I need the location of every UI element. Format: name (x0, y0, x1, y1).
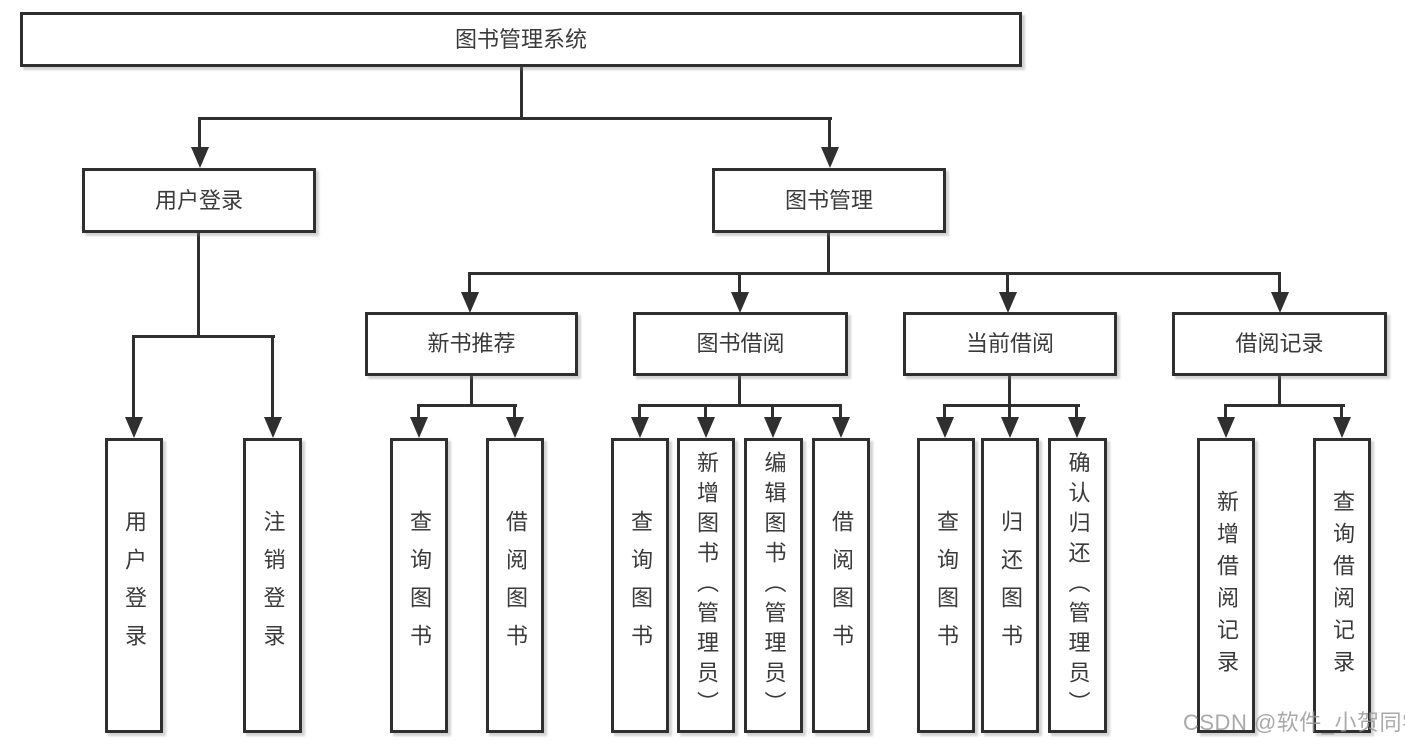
edge-line (738, 374, 741, 407)
edge-line (1008, 404, 1011, 419)
edge-line (197, 231, 200, 338)
edge-line (638, 404, 842, 407)
edge-line (1224, 404, 1227, 419)
node-leaf-confirm-return-admin-label: 确认归还（管理员） (1065, 450, 1091, 721)
edge-line (1075, 404, 1078, 419)
arrow-down-icon (506, 417, 524, 438)
arrow-down-icon (631, 417, 649, 438)
edge-line (839, 404, 842, 419)
node-leaf-query-borrow-record-label: 查询借阅记录 (1330, 489, 1355, 682)
arrow-down-icon (1217, 417, 1235, 438)
node-new-book-recommend: 新书推荐 (365, 312, 578, 376)
node-book-borrowing: 图书借阅 (633, 312, 848, 376)
edge-line (827, 231, 830, 275)
arrow-down-icon (1333, 417, 1351, 438)
edge-line (1006, 272, 1009, 294)
csdn-watermark: CSDN @软件_小贺同学 (1183, 710, 1405, 735)
node-user-login-label: 用户登录 (154, 187, 243, 213)
arrow-down-icon (731, 292, 749, 313)
edge-line (1278, 374, 1281, 407)
node-leaf-confirm-return-admin: 确认归还（管理员） (1048, 438, 1107, 733)
node-leaf-edit-books-admin-label: 编辑图书（管理员） (761, 450, 787, 721)
edge-line (468, 272, 1281, 275)
edge-line (738, 272, 741, 294)
node-leaf-borrow-books-2-label: 借阅图书 (829, 509, 854, 662)
node-leaf-add-books-admin-label: 新增图书（管理员） (694, 450, 719, 721)
arrow-down-icon (1001, 417, 1019, 438)
arrow-down-icon (936, 417, 954, 438)
node-borrowing-records-label: 借阅记录 (1235, 331, 1324, 356)
arrow-down-icon (264, 417, 282, 438)
edge-line (468, 272, 471, 294)
edge-line (520, 65, 523, 119)
edge-line (1278, 272, 1281, 294)
edge-line (417, 404, 420, 419)
edge-line (638, 404, 641, 419)
arrow-down-icon (821, 147, 839, 168)
node-borrowing-records: 借阅记录 (1172, 312, 1387, 376)
arrow-down-icon (191, 147, 209, 168)
edge-line (1224, 404, 1345, 407)
node-leaf-user-login: 用户登录 (105, 438, 163, 733)
edge-line (132, 335, 135, 418)
edge-line (417, 404, 517, 407)
node-leaf-return-books: 归还图书 (981, 438, 1039, 733)
node-leaf-query-books-2-label: 查询图书 (628, 509, 653, 662)
arrow-down-icon (410, 417, 428, 438)
arrow-down-icon (764, 417, 782, 438)
edge-line (198, 117, 832, 120)
edge-line (828, 117, 831, 149)
node-current-borrowing-label: 当前借阅 (965, 331, 1054, 356)
node-leaf-add-borrow-record-label: 新增借阅记录 (1214, 489, 1239, 682)
arrow-down-icon (1271, 292, 1289, 313)
node-book-management: 图书管理 (712, 168, 946, 233)
arrow-down-icon (697, 417, 715, 438)
node-leaf-query-books-2: 查询图书 (611, 438, 669, 733)
arrow-down-icon (1068, 417, 1086, 438)
edge-line (1340, 404, 1343, 419)
node-leaf-borrow-books-2: 借阅图书 (812, 438, 870, 733)
node-leaf-query-books-1: 查询图书 (390, 438, 448, 733)
node-leaf-edit-books-admin: 编辑图书（管理员） (744, 438, 803, 733)
node-leaf-query-books-1-label: 查询图书 (407, 509, 432, 662)
arrow-down-icon (461, 292, 479, 313)
edge-line (470, 374, 473, 407)
node-root: 图书管理系统 (20, 12, 1022, 67)
node-user-login: 用户登录 (82, 168, 316, 233)
edge-line (132, 335, 275, 338)
node-current-borrowing: 当前借阅 (903, 312, 1117, 376)
edge-line (704, 404, 707, 419)
edge-line (513, 404, 516, 419)
node-book-management-label: 图书管理 (784, 187, 873, 213)
node-root-label: 图书管理系统 (454, 26, 587, 52)
edge-line (943, 404, 1080, 407)
node-leaf-query-books-3: 查询图书 (917, 438, 975, 733)
edge-line (271, 335, 274, 418)
arrow-down-icon (125, 417, 143, 438)
arrow-down-icon (832, 417, 850, 438)
edge-line (198, 117, 201, 149)
node-leaf-add-books-admin: 新增图书（管理员） (677, 438, 735, 733)
arrow-down-icon (999, 292, 1017, 313)
node-leaf-query-books-3-label: 查询图书 (934, 509, 959, 662)
node-leaf-query-borrow-record: 查询借阅记录 (1313, 438, 1371, 733)
edge-line (771, 404, 774, 419)
node-leaf-add-borrow-record: 新增借阅记录 (1197, 438, 1255, 733)
node-leaf-borrow-books-1-label: 借阅图书 (503, 509, 528, 662)
node-leaf-borrow-books-1: 借阅图书 (486, 438, 544, 733)
node-new-book-recommend-label: 新书推荐 (427, 331, 516, 356)
node-leaf-logout-label: 注销登录 (260, 509, 286, 662)
node-book-borrowing-label: 图书借阅 (696, 331, 785, 356)
node-leaf-logout: 注销登录 (243, 438, 302, 733)
edge-line (1008, 374, 1011, 407)
edge-line (943, 404, 946, 419)
node-leaf-return-books-label: 归还图书 (998, 509, 1023, 662)
node-leaf-user-login-label: 用户登录 (122, 509, 147, 662)
